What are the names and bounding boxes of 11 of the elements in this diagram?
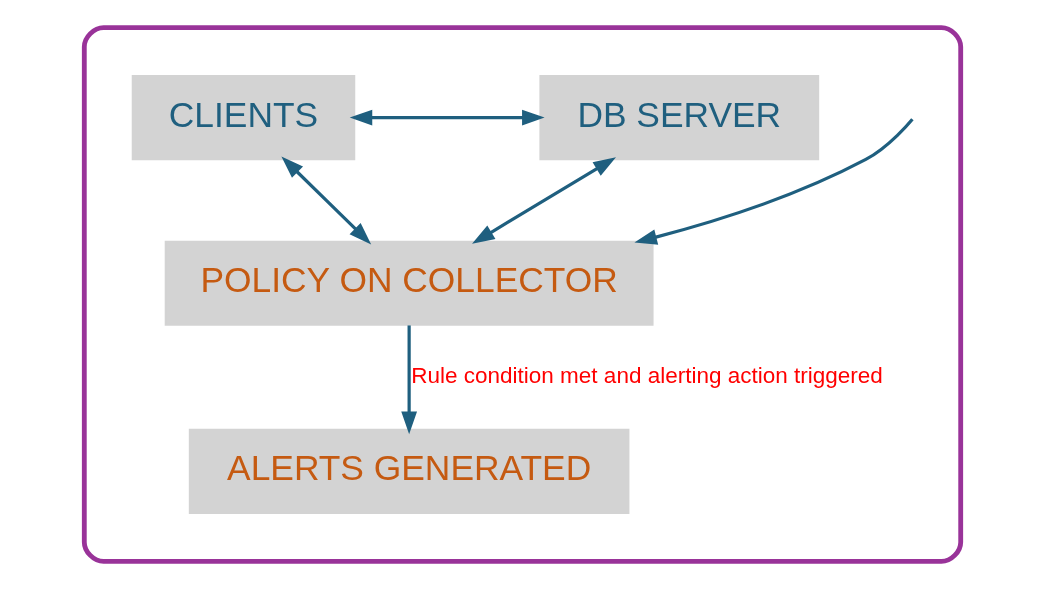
arrow bbox=[401, 325, 418, 435]
arrow bbox=[349, 109, 545, 126]
node-box: POLICY ON COLLECTOR bbox=[164, 240, 654, 326]
edge-label: Rule condition met and alerting action triggered bbox=[411, 363, 883, 389]
cluster bbox=[81, 25, 964, 564]
arrow bbox=[472, 157, 616, 244]
arrow bbox=[281, 156, 372, 245]
node-box: CLIENTS bbox=[131, 75, 356, 161]
node-box: ALERTS GENERATED bbox=[188, 428, 630, 514]
arrow bbox=[634, 118, 914, 245]
node-box: DB SERVER bbox=[539, 75, 820, 161]
